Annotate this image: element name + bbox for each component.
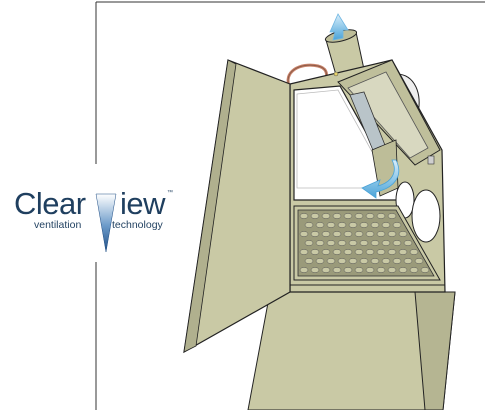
grate-hole bbox=[421, 267, 429, 272]
grate-hole bbox=[382, 240, 390, 245]
grate-hole bbox=[311, 267, 319, 272]
grate-hole bbox=[322, 213, 330, 218]
grate-hole bbox=[404, 240, 412, 245]
grate-hole bbox=[371, 258, 379, 263]
grate-hole bbox=[349, 222, 357, 227]
grate-hole bbox=[327, 240, 335, 245]
grate-hole bbox=[338, 258, 346, 263]
grate-hole bbox=[410, 267, 418, 272]
grate-hole bbox=[360, 240, 368, 245]
grate-hole bbox=[322, 249, 330, 254]
grate-hole bbox=[355, 213, 363, 218]
grate-hole bbox=[316, 222, 324, 227]
grate-hole bbox=[371, 222, 379, 227]
grate-hole bbox=[399, 267, 407, 272]
grate-hole bbox=[311, 213, 319, 218]
grate-hole bbox=[355, 267, 363, 272]
grate-hole bbox=[300, 249, 308, 254]
grate-hole bbox=[349, 258, 357, 263]
grate-hole bbox=[415, 258, 423, 263]
logo-tagline-right: technology bbox=[112, 219, 163, 231]
grate-hole bbox=[344, 249, 352, 254]
grate-hole bbox=[366, 231, 374, 236]
grate-hole bbox=[393, 240, 401, 245]
grate-hole bbox=[366, 249, 374, 254]
logo-word-right: iew bbox=[120, 186, 165, 222]
grate-hole bbox=[399, 231, 407, 236]
grate-hole bbox=[316, 258, 324, 263]
grate-hole bbox=[366, 267, 374, 272]
grate-hole bbox=[377, 213, 385, 218]
grate-hole bbox=[393, 258, 401, 263]
grate-hole bbox=[338, 240, 346, 245]
grate-hole bbox=[355, 231, 363, 236]
grate-hole bbox=[377, 231, 385, 236]
grate-hole bbox=[410, 249, 418, 254]
grate-hole bbox=[355, 249, 363, 254]
grate-hole bbox=[349, 240, 357, 245]
grate-hole bbox=[305, 240, 313, 245]
grate-hole bbox=[344, 231, 352, 236]
grate-hole bbox=[327, 222, 335, 227]
logo-word-left: Clear bbox=[14, 186, 86, 222]
grate-hole bbox=[311, 231, 319, 236]
logo-trademark: ™ bbox=[167, 190, 173, 196]
grate-hole bbox=[377, 249, 385, 254]
grate-hole bbox=[404, 258, 412, 263]
latch bbox=[428, 156, 434, 164]
grate-hole bbox=[360, 258, 368, 263]
grate-hole bbox=[366, 213, 374, 218]
grate-hole bbox=[382, 222, 390, 227]
grate-hole bbox=[333, 267, 341, 272]
grate-hole bbox=[388, 231, 396, 236]
grate-hole bbox=[300, 213, 308, 218]
grate-hole bbox=[393, 222, 401, 227]
grate-hole bbox=[360, 222, 368, 227]
grate-hole bbox=[305, 222, 313, 227]
grate-hole bbox=[382, 258, 390, 263]
grate-hole bbox=[371, 240, 379, 245]
grate-hole bbox=[388, 213, 396, 218]
grate-hole bbox=[305, 258, 313, 263]
grate-hole bbox=[300, 231, 308, 236]
grate-hole bbox=[322, 231, 330, 236]
glove-port-right bbox=[412, 190, 440, 242]
grate-hole bbox=[333, 213, 341, 218]
grate-hole bbox=[333, 249, 341, 254]
grate-hole bbox=[333, 231, 341, 236]
logo-tagline-left: ventilation bbox=[34, 219, 81, 231]
grate-hole bbox=[377, 267, 385, 272]
grate-hole bbox=[322, 267, 330, 272]
grate-hole bbox=[300, 267, 308, 272]
grate-hole bbox=[311, 249, 319, 254]
indicator-light bbox=[334, 72, 338, 76]
grate-hole bbox=[388, 267, 396, 272]
grate-hole bbox=[399, 249, 407, 254]
grate-hole bbox=[388, 249, 396, 254]
grate-hole bbox=[338, 222, 346, 227]
grate-hole bbox=[344, 267, 352, 272]
grate-hole bbox=[316, 240, 324, 245]
grate-hole bbox=[327, 258, 335, 263]
grate-hole bbox=[344, 213, 352, 218]
